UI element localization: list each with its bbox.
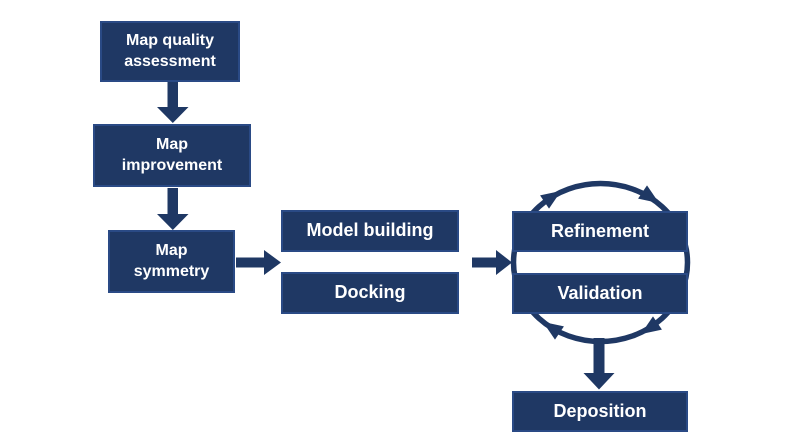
node-deposition: Deposition xyxy=(512,391,688,432)
node-map-quality-assessment: Map quality assessment xyxy=(100,21,240,82)
cycle-ellipse xyxy=(510,180,691,345)
node-refinement-label: Refinement xyxy=(550,220,649,241)
node-refinement: Refinement xyxy=(512,211,688,252)
node-map-symmetry-label: Map symmetry xyxy=(133,241,210,280)
cycle-arrowhead-top-right-icon xyxy=(638,185,660,204)
node-validation-label: Validation xyxy=(557,282,643,303)
cycle-arrowhead-bottom-left-icon xyxy=(542,321,564,340)
node-map-improvement-label: Map improvement xyxy=(121,135,223,174)
arrow-map-symmetry-to-model-building xyxy=(236,250,281,275)
arrow-cycle-to-deposition xyxy=(583,338,615,390)
cycle-arrowhead-bottom-right-icon xyxy=(640,316,662,335)
node-docking: Docking xyxy=(281,272,459,314)
node-model-building-label: Model building xyxy=(306,220,434,241)
node-validation: Validation xyxy=(512,273,688,314)
node-map-quality-assessment-label: Map quality assessment xyxy=(124,31,216,70)
cycle-arrowhead-top-left-icon xyxy=(540,190,562,209)
arrow-map-improvement-to-map-symmetry xyxy=(157,188,189,230)
arrow-docking-to-refinement xyxy=(472,250,512,275)
node-map-improvement: Map improvement xyxy=(93,124,251,187)
node-model-building: Model building xyxy=(281,210,459,252)
node-deposition-label: Deposition xyxy=(553,400,647,421)
node-docking-label: Docking xyxy=(334,282,406,303)
node-map-symmetry: Map symmetry xyxy=(108,230,235,293)
arrow-map-quality-to-map-improvement xyxy=(157,82,189,123)
